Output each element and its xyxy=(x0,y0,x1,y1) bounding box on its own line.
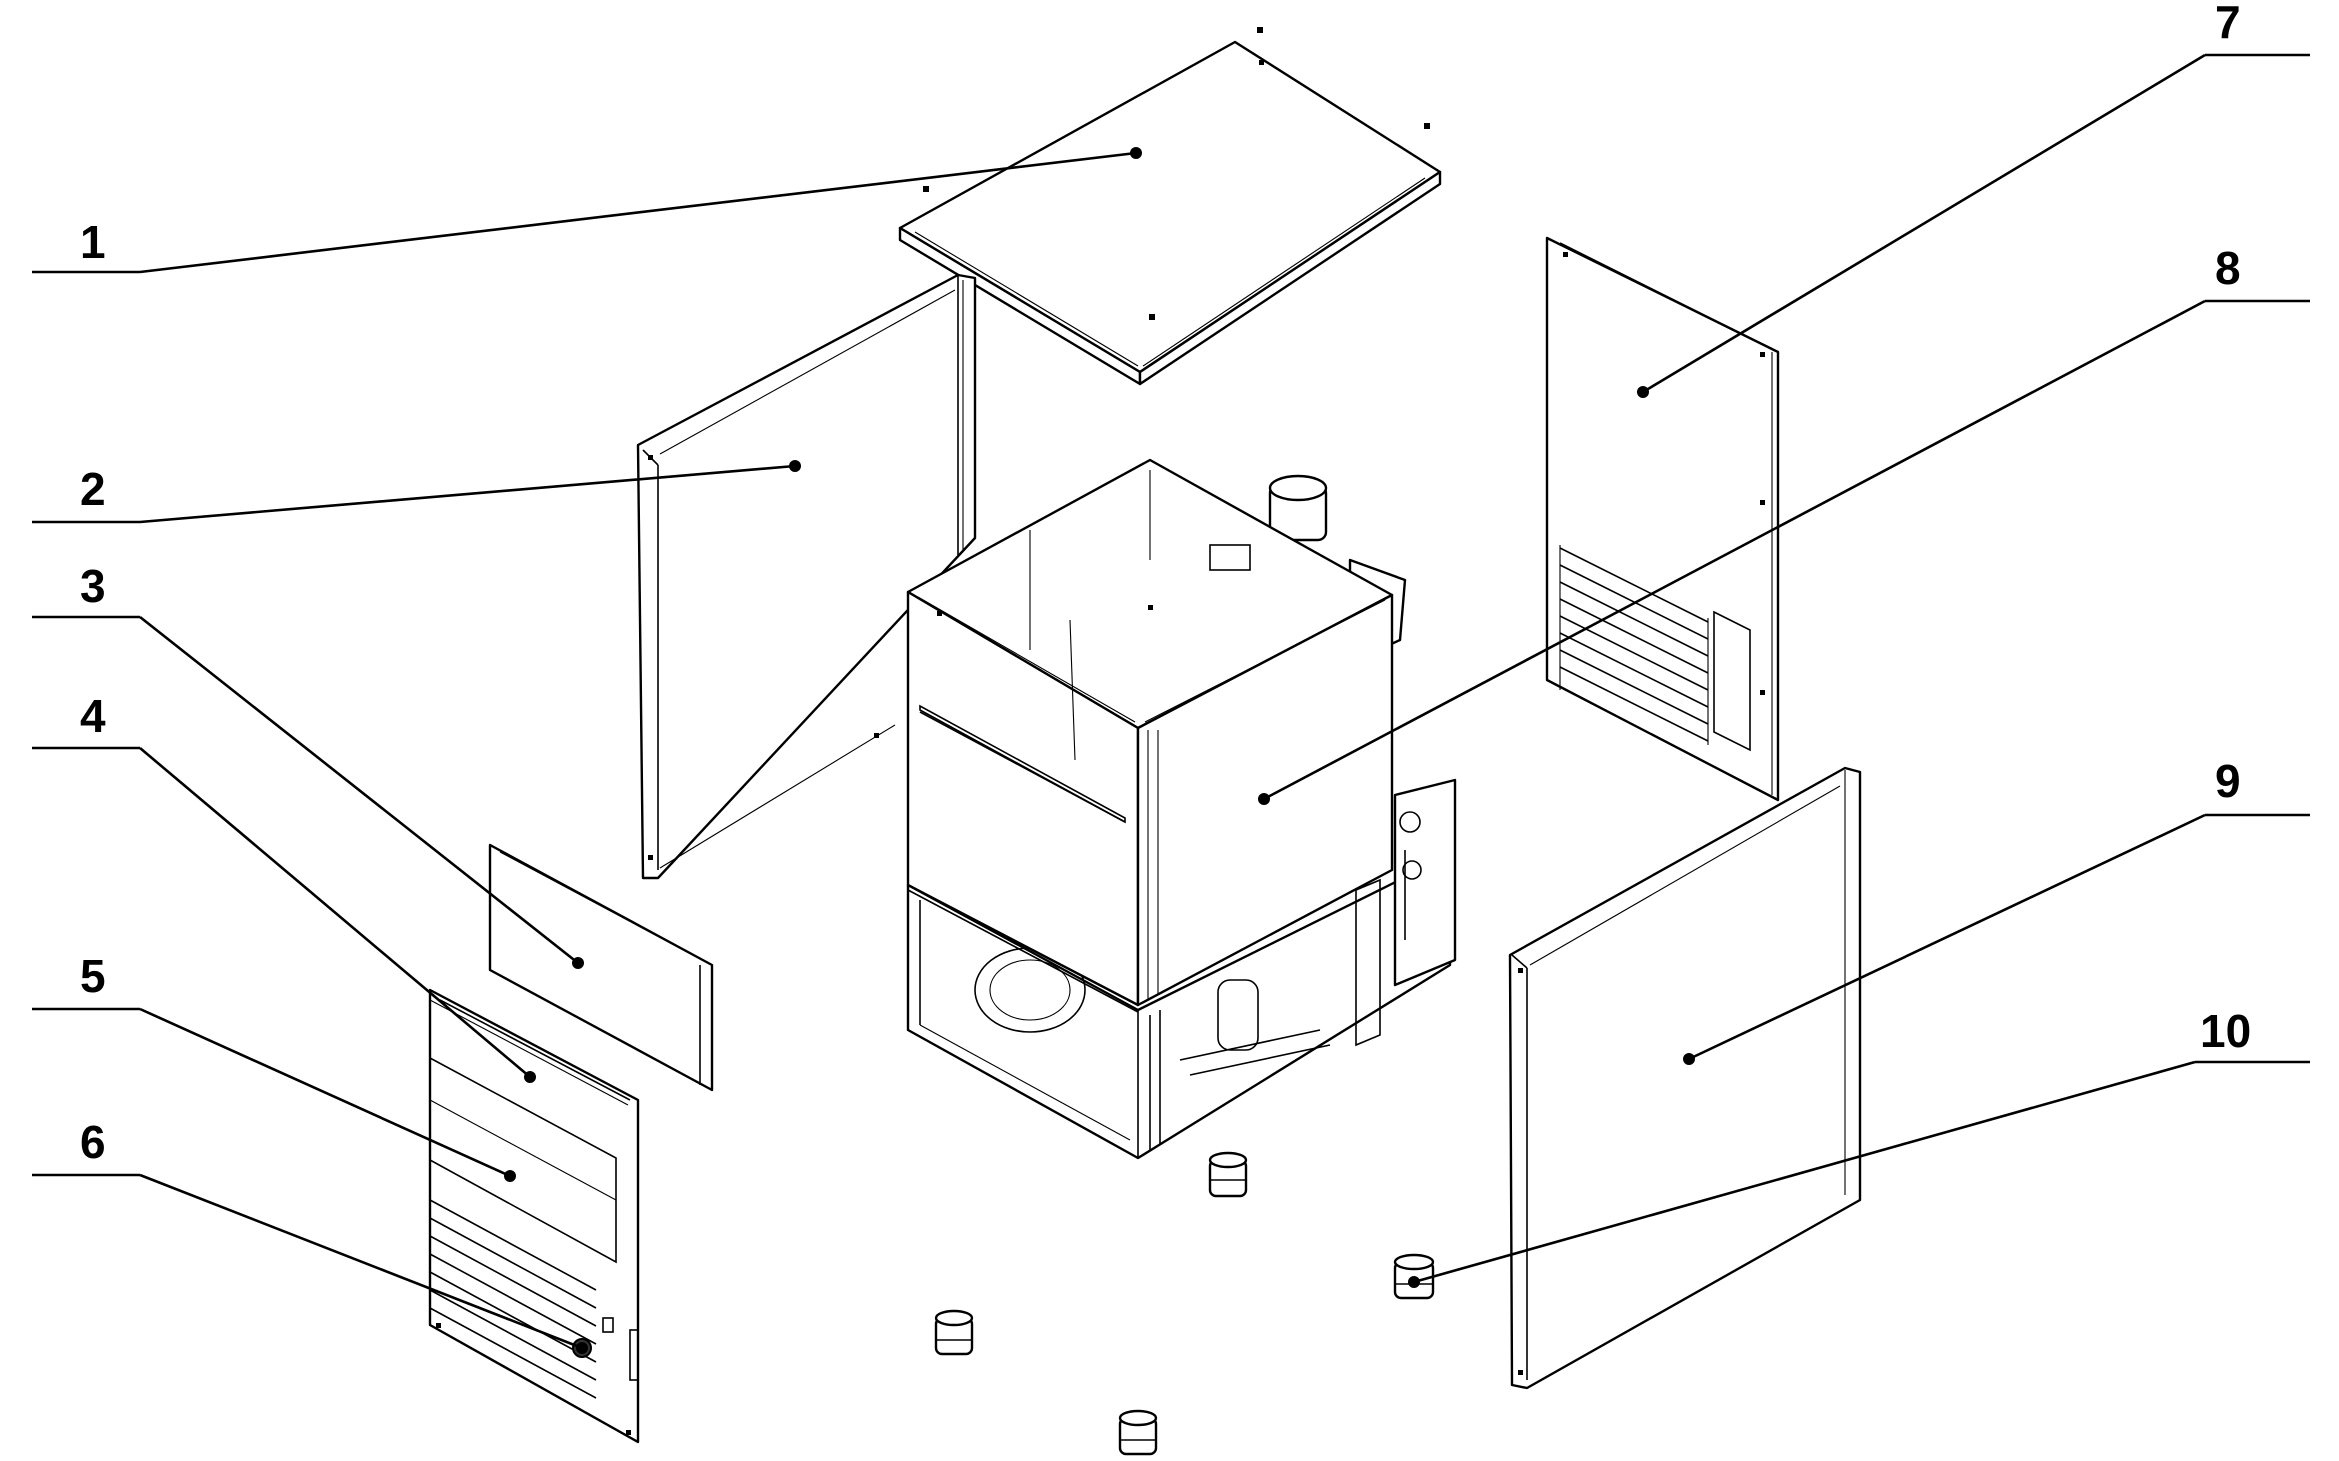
foot-1 xyxy=(1208,1151,1248,1198)
callout-7: 7 xyxy=(1637,0,2310,398)
front-top-panel xyxy=(488,843,714,1092)
callout-label-2: 2 xyxy=(80,463,106,515)
front-panel-louvres xyxy=(429,1199,597,1399)
back-panel xyxy=(1545,236,1780,802)
callout-label-10: 10 xyxy=(2200,1005,2251,1057)
callout-10: 10 xyxy=(1408,1005,2310,1288)
callout-label-9: 9 xyxy=(2215,755,2241,807)
callout-2: 2 xyxy=(32,460,801,524)
callout-label-1: 1 xyxy=(80,216,106,268)
main-body xyxy=(906,458,1457,1160)
foot-3 xyxy=(934,1309,974,1356)
callout-label-5: 5 xyxy=(80,950,106,1002)
feet xyxy=(934,1151,1435,1456)
callout-6: 6 xyxy=(32,1116,588,1354)
foot-4 xyxy=(1118,1409,1158,1456)
callout-label-3: 3 xyxy=(80,560,106,612)
callout-5: 5 xyxy=(32,950,516,1182)
top-panel xyxy=(898,27,1442,386)
callout-4: 4 xyxy=(32,690,536,1083)
front-panel xyxy=(428,988,640,1444)
callout-label-7: 7 xyxy=(2215,0,2241,48)
back-panel-vents xyxy=(1559,545,1709,745)
callout-3: 3 xyxy=(32,560,584,969)
callout-9: 9 xyxy=(1683,755,2310,1065)
callout-label-6: 6 xyxy=(80,1116,106,1168)
callout-label-8: 8 xyxy=(2215,242,2241,294)
callout-1: 1 xyxy=(32,147,1142,274)
callout-8: 8 xyxy=(1258,242,2310,805)
callout-label-4: 4 xyxy=(80,690,106,742)
right-side-panel xyxy=(1508,766,1862,1390)
left-side-panel xyxy=(636,273,977,880)
